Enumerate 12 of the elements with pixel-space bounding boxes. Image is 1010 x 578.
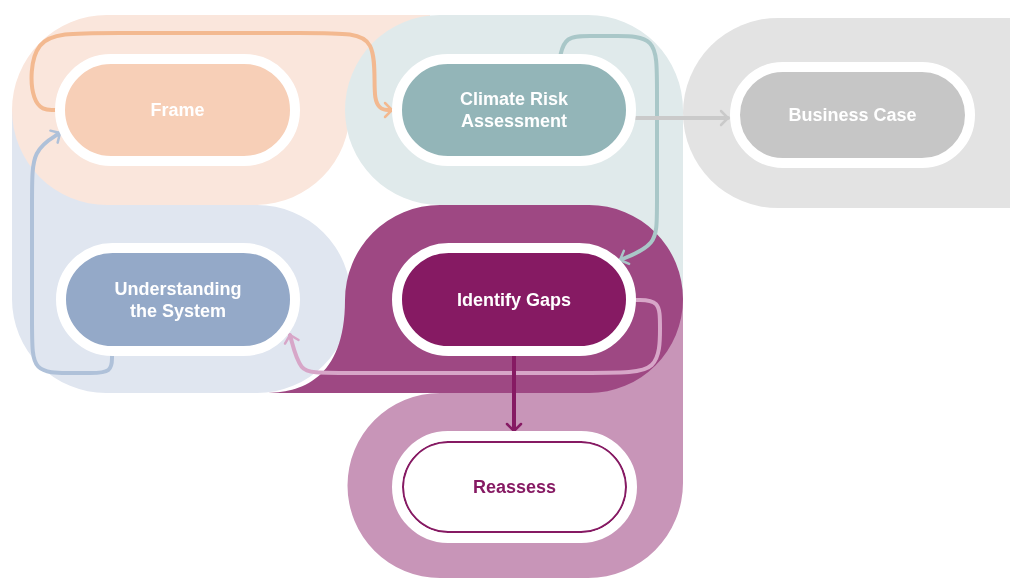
step-label: Identify Gaps	[456, 288, 572, 311]
step-label: Reassess	[471, 476, 558, 498]
step-label: Business Case	[787, 104, 918, 126]
arrow	[634, 109, 730, 127]
step-label: Frame	[149, 99, 206, 121]
step-label: Understanding the System	[113, 277, 243, 322]
arrow	[283, 298, 662, 375]
arrow	[505, 354, 523, 433]
arrow	[558, 34, 659, 266]
arrow	[29, 31, 394, 119]
step-label: Climate Risk Assessment	[458, 88, 569, 132]
arrow	[30, 129, 114, 375]
